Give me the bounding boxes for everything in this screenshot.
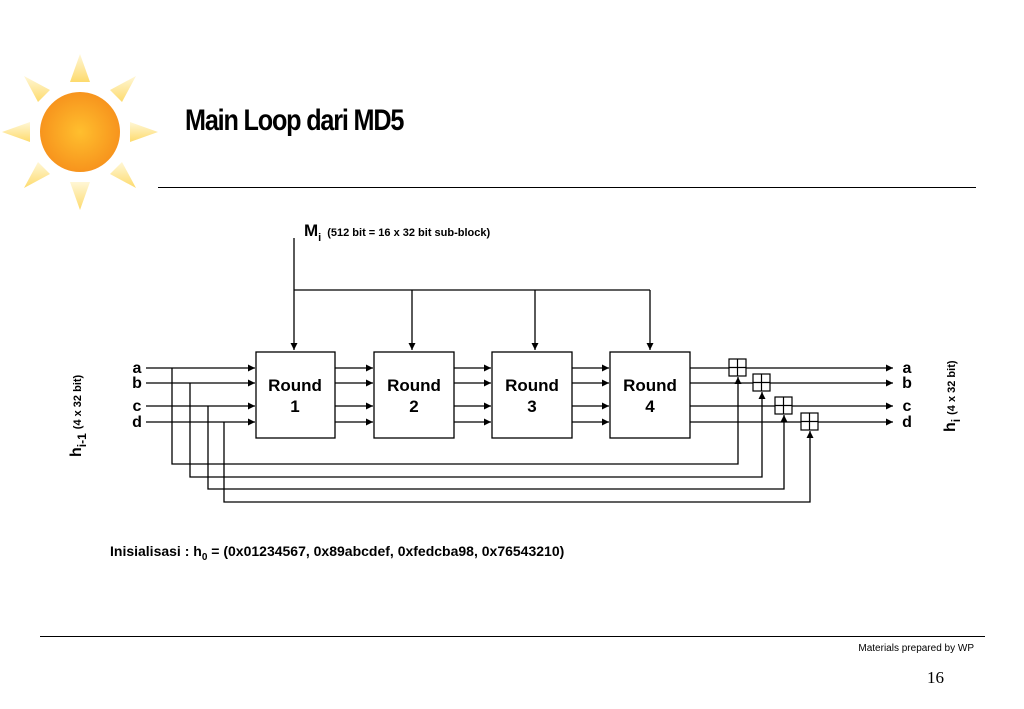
bypass-line-a [171,368,742,465]
round-1-label: Round [268,376,322,395]
round-3-label: Round [505,376,559,395]
round-4-number: 4 [645,397,655,416]
output-register-d: d [902,414,912,431]
round-1-number: 1 [290,397,299,416]
input-register-c: c [133,398,142,415]
output-register-b: b [902,375,912,392]
init-label: Inisialisasi : h [110,543,202,559]
bypass-line-c [207,406,788,490]
round-4-box [609,351,691,439]
round-2-number: 2 [409,397,418,416]
init-value: = (0x01234567, 0x89abcdef, 0xfedcba98, 0… [207,543,565,559]
output-hash-label: hi(4 x 32 bit) [942,360,963,432]
adder-d-icon [800,412,819,431]
init-subscript: 0 [201,551,208,563]
round-2-label: Round [387,376,441,395]
round-3-box [491,351,573,439]
header-divider [158,187,976,188]
footer-divider [40,636,985,637]
input-hash-label: hi-1(4 x 32 bit) [68,374,89,457]
input-register-a: a [133,360,142,377]
page-title: Main Loop dari MD5 [185,104,404,137]
output-register-c: c [903,398,912,415]
bypass-line-d [223,422,814,503]
message-label: Mi(512 bit = 16 x 32 bit sub-block) [304,221,490,244]
adder-b-icon [752,373,771,392]
round-4-label: Round [623,376,677,395]
sun-logo-icon [2,54,158,210]
output-register-a: a [903,360,912,377]
input-register-d: d [132,414,142,431]
bypass-line-b [189,383,766,478]
footer-credit: Materials prepared by WP [858,643,974,654]
round-1-box [255,351,336,439]
page-number: 16 [927,668,944,687]
round-3-number: 3 [527,397,536,416]
adder-a-icon [728,358,747,377]
input-register-b: b [132,375,142,392]
round-2-box [373,351,455,439]
initialization-text: Inisialisasi : h0 = (0x01234567, 0x89abc… [110,543,564,563]
adder-c-icon [774,396,793,415]
